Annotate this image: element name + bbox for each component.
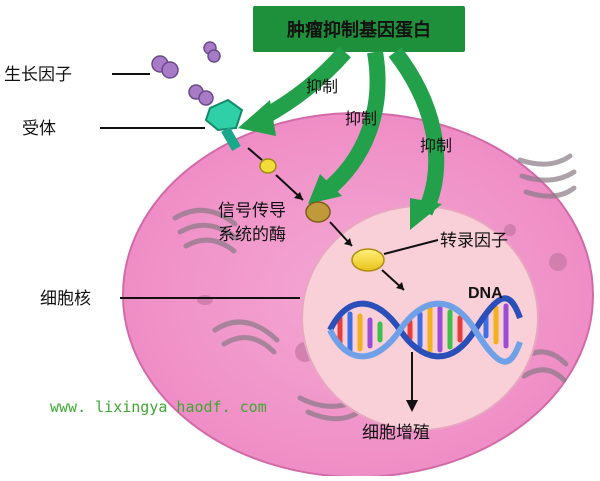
label-receptor: 受体 bbox=[22, 119, 56, 139]
inhibit-label-1: 抑制 bbox=[306, 77, 338, 96]
inhibit-arrows bbox=[258, 46, 445, 216]
label-growth-factor: 生长因子 bbox=[4, 65, 72, 85]
label-dna: DNA bbox=[468, 285, 503, 302]
growth-factor-molecules bbox=[151, 41, 221, 106]
enzyme bbox=[305, 201, 331, 223]
label-proliferation: 细胞增殖 bbox=[362, 423, 430, 443]
label-enzyme-line2: 系统的酶 bbox=[218, 225, 286, 245]
receptor bbox=[204, 98, 244, 152]
inhibit-label-3: 抑制 bbox=[420, 136, 452, 155]
title-box bbox=[251, 4, 467, 54]
watermark-url: www. lixingya haodf. com bbox=[50, 398, 267, 416]
signal-path-arrowheads bbox=[294, 192, 418, 412]
label-transcription-factor: 转录因子 bbox=[440, 231, 508, 251]
transcription-factor bbox=[351, 248, 385, 272]
pointer-lines bbox=[100, 73, 439, 299]
label-nucleus: 细胞核 bbox=[40, 289, 91, 309]
dna-helix bbox=[327, 295, 523, 365]
inhibit-arrowheads bbox=[238, 100, 442, 230]
signal-molecule bbox=[259, 158, 277, 174]
title-text: 肿瘤抑制基因蛋白 bbox=[287, 19, 431, 41]
label-enzyme-line1: 信号传导 bbox=[218, 201, 286, 221]
inhibit-label-2: 抑制 bbox=[345, 109, 377, 128]
